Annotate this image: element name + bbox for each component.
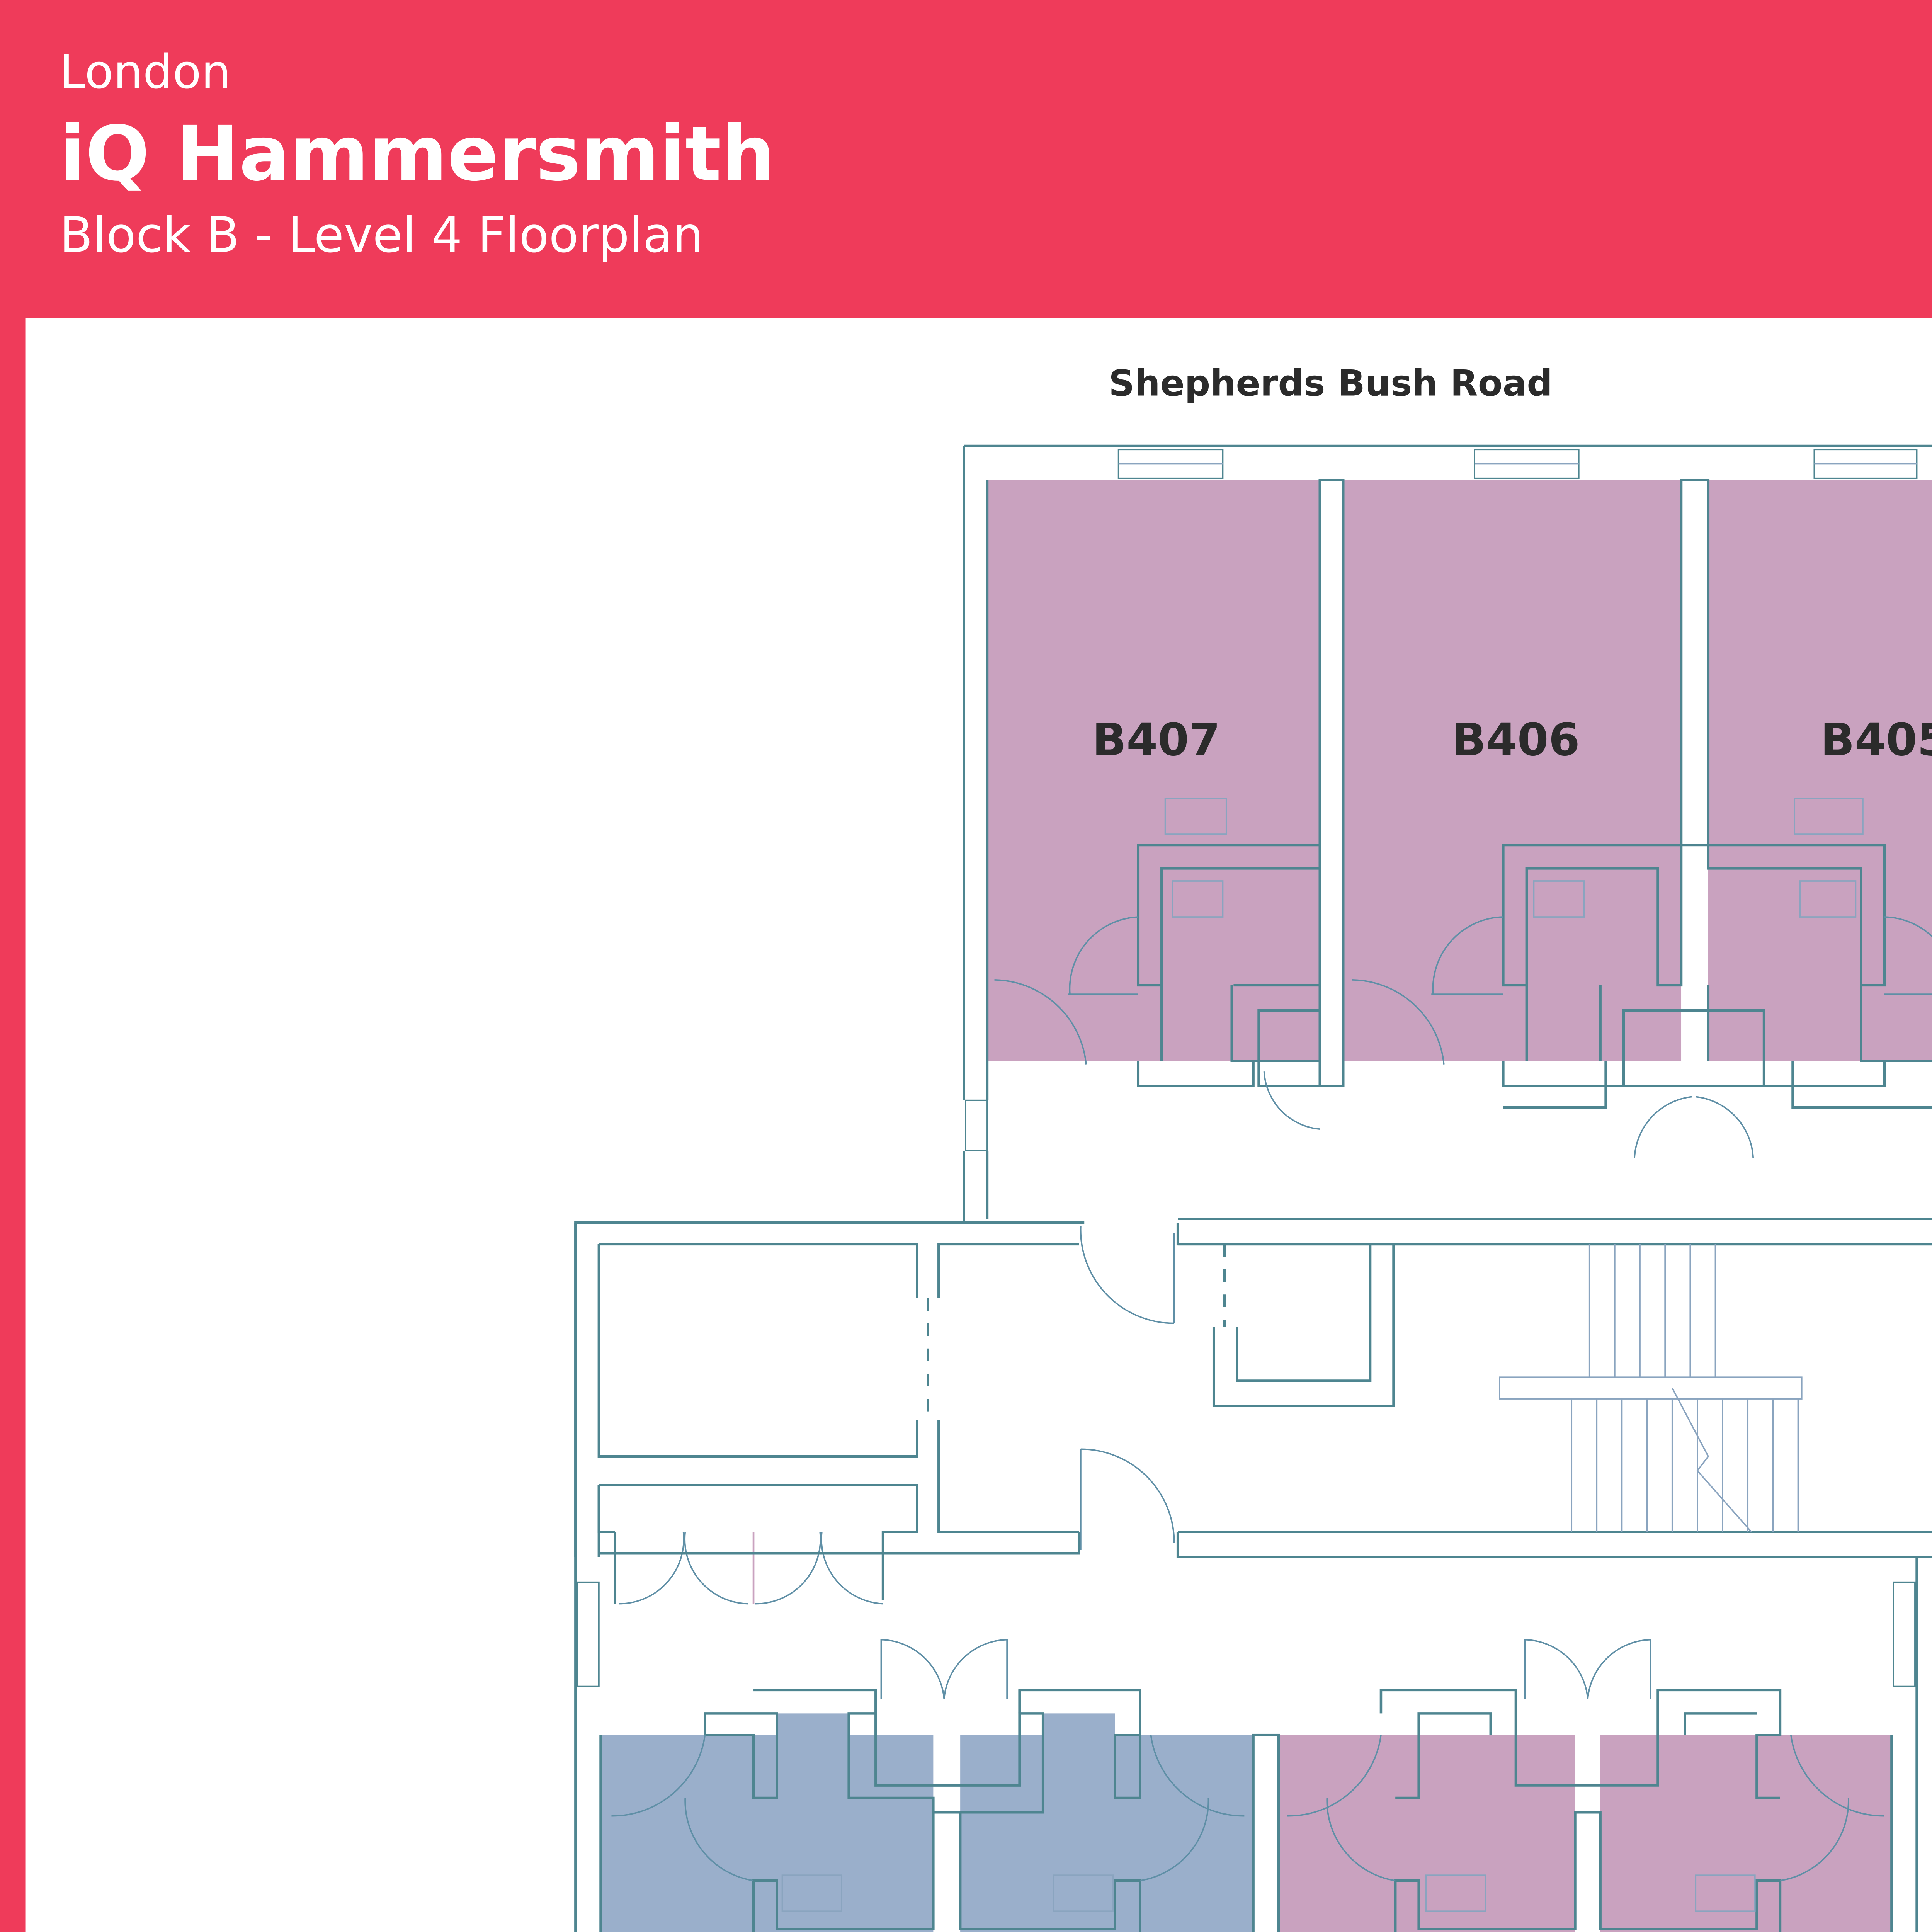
room-b407-fill[interactable] (987, 480, 1320, 1061)
wall-b406-b405 (1680, 479, 1710, 847)
room-b405-fill[interactable] (1708, 480, 1932, 1061)
wall-b407-b406 (1318, 479, 1345, 1087)
corridor-door-top[interactable] (1080, 1226, 1174, 1324)
bottom-block: B401 B402 B403 B404 (599, 1639, 1893, 1932)
room-b406-fill[interactable] (1343, 480, 1682, 1061)
top-block: B407 B406 B405 (574, 444, 1932, 1557)
room-label-b405: B405 (1820, 714, 1932, 766)
room-label-b407: B407 (1092, 714, 1220, 766)
room-b403-fill[interactable] (1278, 1735, 1575, 1932)
page-subtitle: Block B - Level 4 Floorplan (60, 206, 703, 263)
door-b407[interactable] (994, 979, 1087, 1065)
cupboard-door[interactable] (619, 1532, 748, 1605)
room-b404-fill[interactable] (1600, 1735, 1892, 1932)
window (1893, 1581, 1916, 1687)
window (965, 1099, 988, 1151)
double-door-top[interactable] (1634, 1096, 1754, 1158)
staircase (1499, 1244, 1803, 1532)
door-b403[interactable] (1287, 1735, 1382, 1817)
door-b404[interactable] (1790, 1735, 1884, 1817)
page-title: iQ Hammersmith (60, 110, 775, 198)
door-b402[interactable] (1150, 1735, 1245, 1817)
double-door-b403-b404[interactable] (1524, 1639, 1651, 1699)
middle-block (574, 1223, 1932, 1932)
city-label: London (60, 45, 231, 99)
door-b401[interactable] (611, 1735, 706, 1817)
top-inner-wall (986, 480, 1932, 1221)
road-label: Shepherds Bush Road (1109, 362, 1553, 404)
room-b401-fill[interactable] (600, 1735, 934, 1932)
room-b402-fill[interactable] (960, 1735, 1253, 1932)
window (577, 1581, 600, 1687)
header: London iQ Hammersmith Block B - Level 4 … (60, 45, 775, 263)
door-b406[interactable] (1352, 979, 1445, 1065)
wall-b402-b403 (1252, 1733, 1280, 1932)
cupboard-door[interactable] (755, 1532, 883, 1605)
double-door-b401-b402[interactable] (880, 1639, 1008, 1699)
room-label-b406: B406 (1452, 714, 1580, 766)
corridor-door-bottom[interactable] (1080, 1448, 1175, 1543)
